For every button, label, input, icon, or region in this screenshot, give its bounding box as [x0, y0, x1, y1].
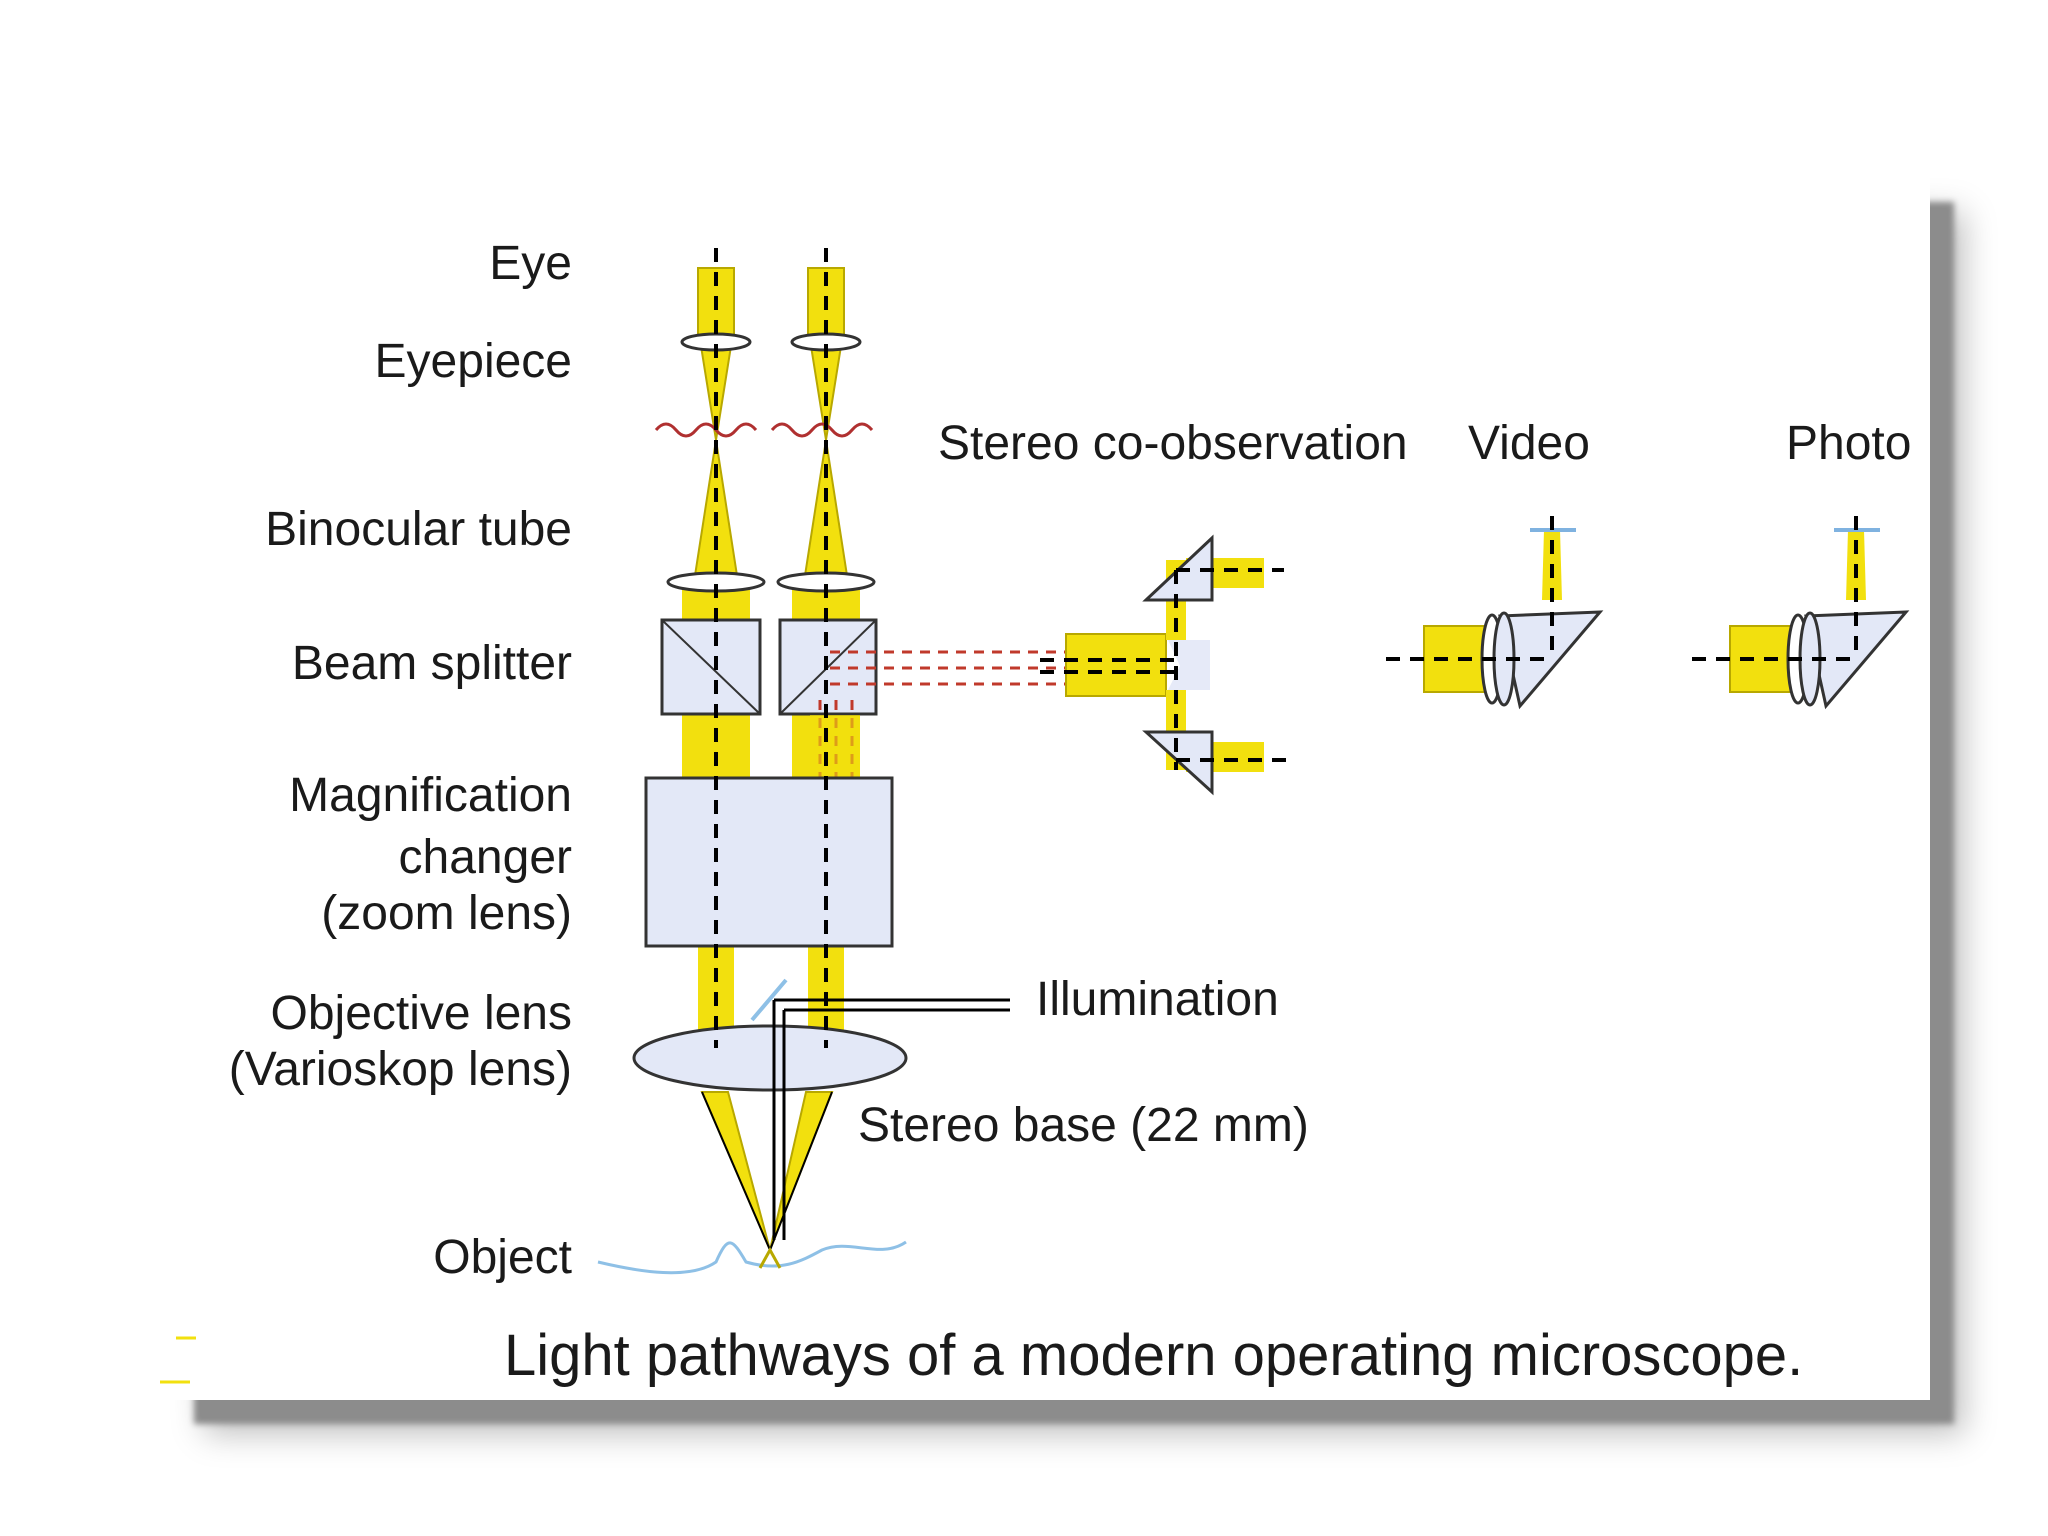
- label-eye: Eye: [489, 237, 572, 290]
- object-surface: [597, 1240, 907, 1275]
- label-binocular-tube: Binocular tube: [265, 503, 572, 556]
- object-cones: [700, 1091, 834, 1251]
- figure-caption: Light pathways of a modern operating mic…: [504, 1323, 1804, 1388]
- label-video: Video: [1468, 417, 1590, 470]
- label-magnification-line1: Magnification: [289, 769, 572, 822]
- label-magnification-line3: (zoom lens): [321, 887, 572, 940]
- label-photo: Photo: [1786, 417, 1912, 470]
- video-optics: [1386, 516, 1604, 710]
- label-stereo-base: Stereo base (22 mm): [858, 1099, 1309, 1152]
- label-object: Object: [433, 1231, 572, 1284]
- label-objective-line2: (Varioskop lens): [228, 1043, 572, 1096]
- photo-optics: [1692, 516, 1910, 710]
- optical-axes: [714, 248, 828, 1048]
- magnification-changer-box: [644, 776, 894, 948]
- label-illumination: Illumination: [1036, 973, 1279, 1026]
- image-plane-right: [770, 422, 874, 438]
- stereo-coobservation-optics: [1040, 534, 1292, 796]
- label-magnification-line2: changer: [398, 831, 572, 884]
- label-eyepiece: Eyepiece: [374, 335, 572, 388]
- objective-lens: [632, 1024, 908, 1092]
- image-plane-left: [654, 422, 758, 438]
- beam-splitter-left: [660, 618, 762, 716]
- figure-card: [170, 178, 1930, 1400]
- label-objective-line1: Objective lens: [270, 987, 572, 1040]
- object-marker: [758, 1246, 782, 1269]
- label-stereo-coobservation: Stereo co-observation: [938, 417, 1408, 470]
- illumination-path: [701, 978, 1010, 1251]
- label-beam-splitter: Beam splitter: [291, 637, 572, 690]
